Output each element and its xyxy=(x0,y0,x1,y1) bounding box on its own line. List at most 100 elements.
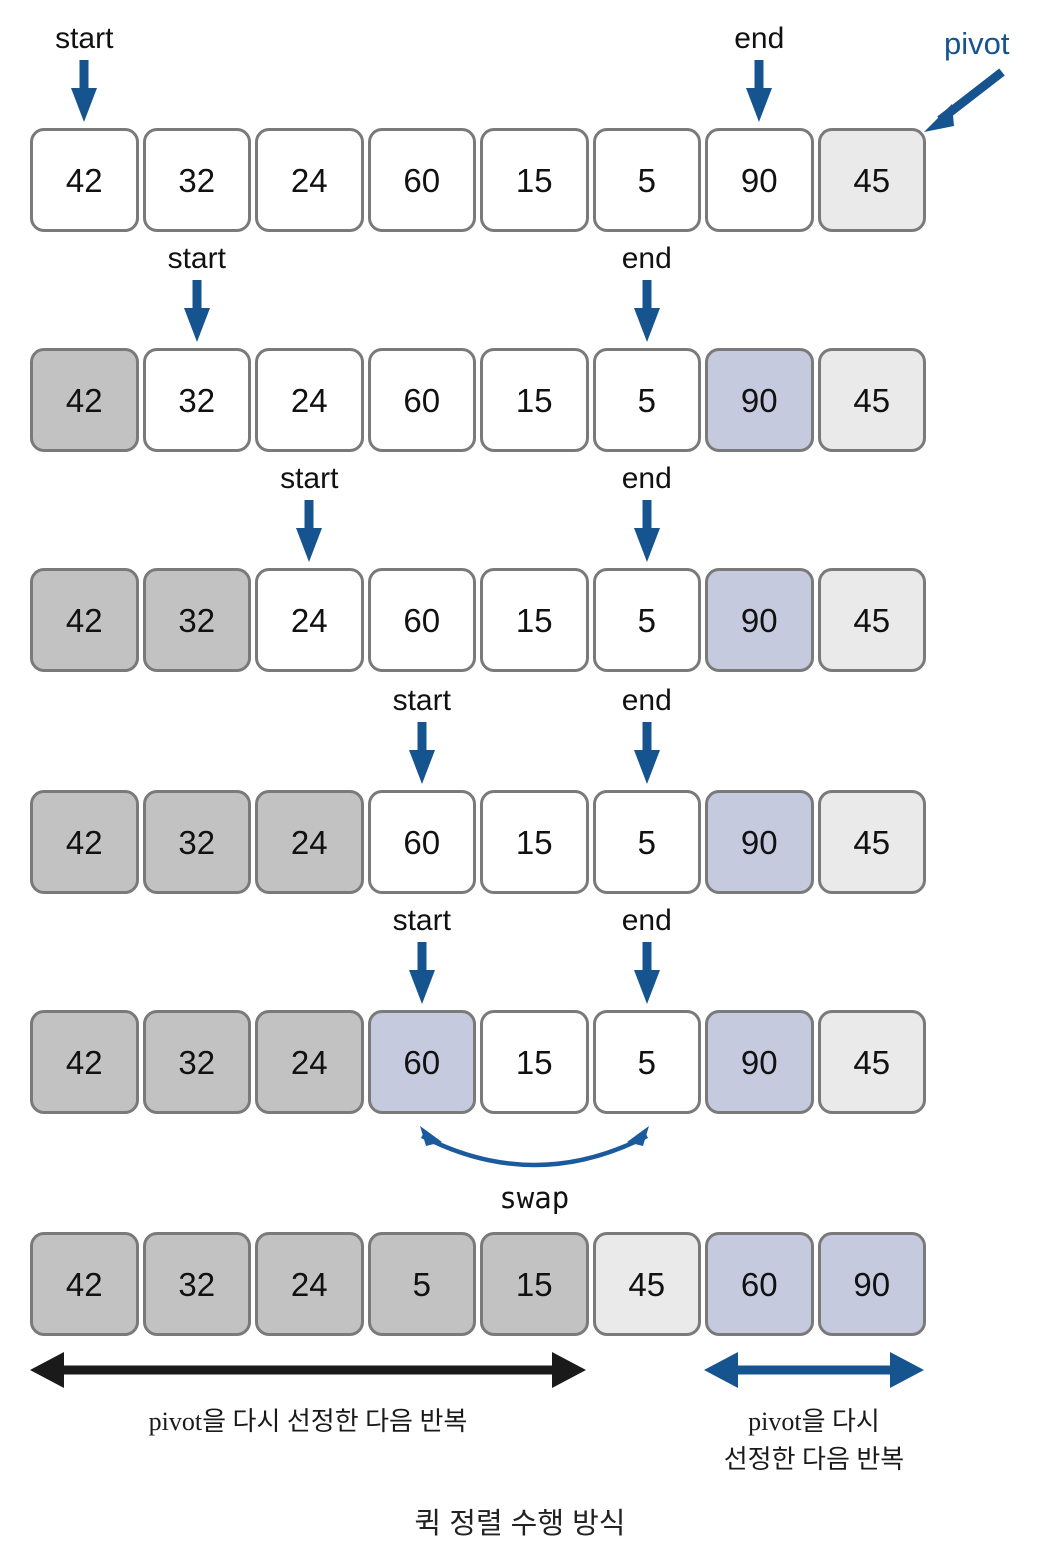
array-cell: 60 xyxy=(367,1010,476,1114)
down-arrow-icon xyxy=(633,280,660,342)
array-cell: 32 xyxy=(142,1010,251,1114)
left-partition-caption: pivot을 다시 선정한 다음 반복 xyxy=(148,1407,468,1436)
right-partition-caption-line1: pivot을 다시 xyxy=(748,1407,880,1436)
array-cell: 5 xyxy=(592,790,701,894)
array-cell: 90 xyxy=(705,128,814,232)
array-cell: 32 xyxy=(142,790,251,894)
right-partition-caption-line2: 선정한 다음 반복 xyxy=(723,1444,905,1474)
start-label: start xyxy=(280,462,339,495)
left-partition-arrow xyxy=(30,1348,586,1392)
start-label: start xyxy=(167,242,226,275)
start-pointer: start xyxy=(239,464,379,562)
down-arrow-icon xyxy=(633,500,660,562)
pivot-label: pivot xyxy=(944,26,1010,61)
down-arrow-icon xyxy=(746,60,773,122)
end-label: end xyxy=(621,684,672,717)
array-cell: 90 xyxy=(705,348,814,452)
array-cell: 15 xyxy=(480,568,589,672)
array-cell: 42 xyxy=(30,790,139,894)
down-arrow-icon xyxy=(183,280,210,342)
down-arrow-icon xyxy=(296,500,323,562)
pointer-arrow xyxy=(71,60,98,122)
pivot-arrow xyxy=(910,66,1010,136)
start-pointer: start xyxy=(14,24,154,122)
array-cell: 60 xyxy=(367,568,476,672)
array-cell: 45 xyxy=(592,1232,701,1336)
end-pointer: end xyxy=(577,906,717,1004)
array-cell: 90 xyxy=(817,1232,926,1336)
swap-indicator xyxy=(382,1122,687,1192)
end-label: end xyxy=(621,462,672,495)
array-cell: 32 xyxy=(142,128,251,232)
start-label: start xyxy=(392,904,451,937)
end-pointer: end xyxy=(577,244,717,342)
end-label: end xyxy=(621,904,672,937)
down-arrow-icon xyxy=(408,722,435,784)
end-label: end xyxy=(734,22,785,55)
start-pointer: start xyxy=(352,686,492,784)
array-cell: 90 xyxy=(705,1010,814,1114)
start-label: start xyxy=(55,22,114,55)
pointer-arrow xyxy=(408,722,435,784)
swap-label: swap xyxy=(499,1181,570,1215)
array-cell: 42 xyxy=(30,1232,139,1336)
array-cell: 15 xyxy=(480,128,589,232)
array-cell: 45 xyxy=(817,1010,926,1114)
array-cell: 5 xyxy=(592,348,701,452)
pointer-arrow xyxy=(408,942,435,1004)
array-cell: 42 xyxy=(30,568,139,672)
pointer-arrow xyxy=(296,500,323,562)
array-cell: 24 xyxy=(255,568,364,672)
array-cell: 90 xyxy=(705,568,814,672)
array-cell: 45 xyxy=(817,128,926,232)
end-pointer: end xyxy=(577,464,717,562)
pointer-arrow xyxy=(633,280,660,342)
array-cell: 90 xyxy=(705,790,814,894)
array-cell: 60 xyxy=(367,348,476,452)
end-label: end xyxy=(621,242,672,275)
array-cell: 15 xyxy=(480,348,589,452)
pointer-arrow xyxy=(746,60,773,122)
array-cell: 32 xyxy=(142,568,251,672)
down-arrow-icon xyxy=(633,942,660,1004)
array-cell: 5 xyxy=(592,568,701,672)
array-cell: 24 xyxy=(255,790,364,894)
pointer-arrow xyxy=(633,722,660,784)
down-arrow-icon xyxy=(408,942,435,1004)
array-cell: 60 xyxy=(367,790,476,894)
array-cell: 5 xyxy=(367,1232,476,1336)
array-cell: 24 xyxy=(255,1010,364,1114)
array-cell: 45 xyxy=(817,790,926,894)
array-cell: 5 xyxy=(592,128,701,232)
array-cell: 15 xyxy=(480,1232,589,1336)
array-cell: 42 xyxy=(30,348,139,452)
start-label: start xyxy=(392,684,451,717)
array-cell: 15 xyxy=(480,1010,589,1114)
array-cell: 24 xyxy=(255,348,364,452)
array-cell: 32 xyxy=(142,1232,251,1336)
array-cell: 32 xyxy=(142,348,251,452)
pointer-arrow xyxy=(633,500,660,562)
array-cell: 60 xyxy=(367,128,476,232)
array-cell: 45 xyxy=(817,568,926,672)
array-cell: 42 xyxy=(30,1010,139,1114)
double-arrow-icon xyxy=(704,1352,924,1388)
pivot-arrow-icon xyxy=(924,68,1005,132)
swap-arc-icon xyxy=(419,1126,649,1168)
down-arrow-icon xyxy=(633,722,660,784)
array-cell: 45 xyxy=(817,348,926,452)
end-pointer: end xyxy=(689,24,829,122)
array-cell: 5 xyxy=(592,1010,701,1114)
pointer-arrow xyxy=(183,280,210,342)
array-cell: 60 xyxy=(705,1232,814,1336)
start-pointer: start xyxy=(352,906,492,1004)
array-cell: 15 xyxy=(480,790,589,894)
double-arrow-icon xyxy=(30,1352,586,1388)
